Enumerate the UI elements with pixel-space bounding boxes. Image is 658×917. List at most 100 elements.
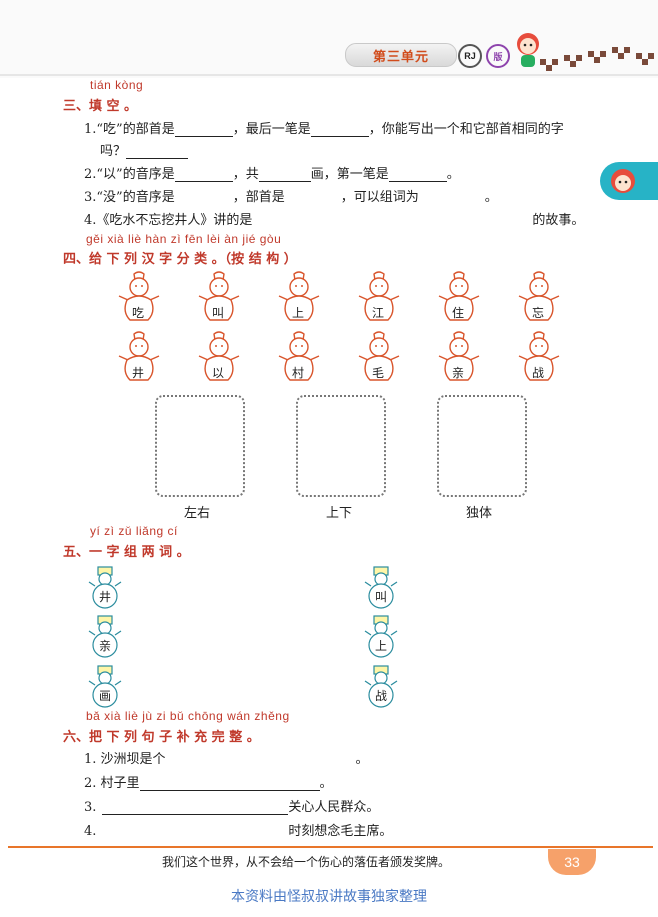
- q1-text-c: ，你能写出一个和它部首相同的字: [368, 122, 564, 137]
- small-snowman: 战: [362, 665, 400, 709]
- edition-badge: 版: [486, 44, 510, 68]
- q1-text-b: ，最后一笔是: [232, 122, 311, 137]
- q3-text-b: ，部首是: [232, 190, 285, 205]
- q1-line-2: 吗？: [100, 140, 189, 159]
- small-snowman-char: 亲: [99, 639, 112, 653]
- s2-text-a: 2. 村子里: [84, 776, 140, 791]
- rj-badge: RJ: [458, 44, 482, 68]
- box-left-right[interactable]: [155, 395, 245, 497]
- box-top-bottom[interactable]: [296, 395, 386, 497]
- header-divider: [0, 74, 658, 76]
- snowman-figure: 江: [352, 270, 406, 324]
- snowman-figure: 叫: [192, 270, 246, 324]
- snowman-char: 吃: [132, 306, 145, 320]
- q4-blank[interactable]: [252, 213, 532, 228]
- section5-title: 五、一 字 组 两 词 。: [63, 545, 190, 560]
- section6-pinyin: bǎ xià liè jù zi bǔ chōng wán zhěng: [86, 709, 290, 723]
- snowman-figure: 忘: [512, 270, 566, 324]
- s3-line: 3. 关心人民群众。: [84, 796, 379, 815]
- section5-pinyin: yí zì zǔ liǎng cí: [90, 524, 178, 538]
- footer-quote: 我们这个世界，从不会给一个伤心的落伍者颁发奖牌。: [162, 855, 451, 869]
- s4-text-b: 时刻想念毛主席。: [288, 824, 393, 839]
- snowman-figure: 村: [272, 330, 326, 384]
- q3-line: 3.“没”的音序是 ，部首是 ，可以组词为 。: [84, 186, 498, 205]
- q4-line: 4.《吃水不忘挖井人》讲的是的故事。: [84, 209, 584, 228]
- small-snowman: 画: [86, 665, 124, 709]
- section3-pinyin: tián kòng: [90, 78, 144, 92]
- q1-text-d: 吗？: [100, 144, 127, 159]
- box-standalone[interactable]: [437, 395, 527, 497]
- snowman-char: 住: [452, 306, 465, 320]
- q2-blank-1[interactable]: [174, 167, 233, 182]
- q3-blank-2[interactable]: [285, 190, 341, 205]
- box-label-top-bottom: 上下: [326, 506, 353, 521]
- footer-divider: [8, 846, 653, 848]
- q1-blank-3[interactable]: [126, 144, 189, 159]
- page-number: 33: [548, 849, 596, 875]
- q4-text-a: 4.《吃水不忘挖井人》讲的是: [84, 213, 253, 228]
- snowman-char: 以: [212, 366, 225, 380]
- small-snowman-char: 画: [99, 689, 112, 703]
- snowman-char: 井: [132, 366, 145, 380]
- snowman-char: 叫: [212, 306, 225, 320]
- snowman-char: 亲: [452, 366, 465, 380]
- q1-blank-2[interactable]: [310, 122, 369, 137]
- s4-line: 4. 时刻想念毛主席。: [84, 820, 392, 839]
- q3-blank-1[interactable]: [175, 190, 233, 205]
- q2-text-d: 。: [446, 167, 460, 182]
- s1-line: 1. 沙洲坝是个。: [84, 748, 369, 767]
- q2-text-c: 画，第一笔是: [310, 167, 389, 182]
- q3-text-a: 3.“没”的音序是: [84, 190, 175, 205]
- q3-blank-3[interactable]: [419, 190, 485, 205]
- q2-text-b: ，共: [232, 167, 259, 182]
- snowman-char: 毛: [372, 366, 385, 380]
- q2-blank-2[interactable]: [258, 167, 311, 182]
- snowman-char: 江: [372, 306, 385, 320]
- snowman-figure: 亲: [432, 330, 486, 384]
- small-snowman: 亲: [86, 615, 124, 659]
- q2-blank-3[interactable]: [388, 167, 447, 182]
- mascot-face-icon: [611, 169, 635, 193]
- unit-label: 第三单元: [345, 43, 457, 67]
- box-label-left-right: 左右: [184, 506, 211, 521]
- s3-text-b: 关心人民群众。: [288, 800, 380, 815]
- section4-pinyin: gěi xià liè hàn zì fēn lèi àn jié gòu: [86, 232, 282, 246]
- mascot-icon: [510, 28, 546, 76]
- snowman-char: 上: [292, 306, 305, 320]
- q1-blank-1[interactable]: [174, 122, 233, 137]
- snowman-figure: 住: [432, 270, 486, 324]
- side-tab: [600, 162, 658, 200]
- box-label-standalone: 独体: [466, 506, 493, 521]
- s3-text-a: 3.: [84, 800, 97, 815]
- snowman-char: 战: [532, 366, 545, 380]
- small-snowman-char: 战: [375, 689, 388, 703]
- s4-text-a: 4.: [84, 824, 97, 839]
- s1-blank[interactable]: [166, 752, 356, 767]
- snowman-char: 村: [292, 366, 305, 380]
- small-snowman-char: 井: [99, 590, 112, 604]
- s3-blank[interactable]: [102, 800, 289, 815]
- snowman-char: 忘: [532, 306, 545, 320]
- q2-line: 2.“以”的音序是 ，共 画，第一笔是 。: [84, 163, 460, 182]
- small-snowman-char: 叫: [375, 590, 388, 604]
- snowman-figure: 以: [192, 330, 246, 384]
- q3-text-d: 。: [484, 190, 498, 205]
- s2-text-b: 。: [319, 776, 333, 791]
- snowman-figure: 毛: [352, 330, 406, 384]
- snowman-figure: 吃: [112, 270, 166, 324]
- snowman-figure: 上: [272, 270, 326, 324]
- small-snowman-char: 上: [375, 639, 388, 653]
- small-snowman: 井: [86, 566, 124, 610]
- q1-text-a: 1.“吃”的部首是: [84, 122, 175, 137]
- small-snowman: 叫: [362, 566, 400, 610]
- section6-title: 六、把 下 列 句 子 补 充 完 整 。: [63, 730, 260, 745]
- section4-title: 四、给 下 列 汉 字 分 类 。（按 结 构 ）: [63, 252, 297, 267]
- checker-decoration-icon: [540, 47, 654, 71]
- q2-text-a: 2.“以”的音序是: [84, 167, 175, 182]
- s1-text-a: 1. 沙洲坝是个: [84, 752, 166, 767]
- s4-blank[interactable]: [102, 824, 288, 839]
- snowman-figure: 战: [512, 330, 566, 384]
- q3-text-c: ，可以组词为: [340, 190, 419, 205]
- small-snowman: 上: [362, 615, 400, 659]
- s2-blank[interactable]: [139, 776, 320, 791]
